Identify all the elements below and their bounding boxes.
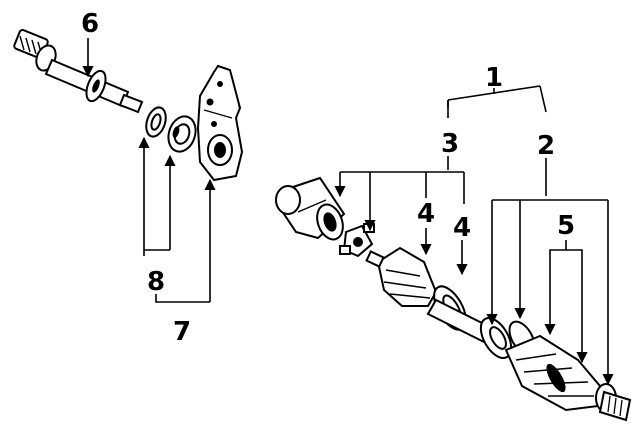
seal-ring [145,106,167,138]
boot-clamp-outer-a [479,317,513,359]
outer-boot [504,334,602,412]
intermediate-shaft [13,29,144,114]
callout-5: 5 [557,211,575,241]
leader-4 [420,228,468,276]
shaft-tip [118,93,144,114]
callout-8: 8 [147,267,165,297]
callout-6: 6 [81,9,99,39]
leader-1 [447,85,547,118]
leader-3 [334,156,465,232]
callout-3: 3 [441,129,459,159]
bearing [167,115,197,153]
tripod-spider [339,223,375,258]
callout-4a: 4 [417,199,435,229]
leader-5 [544,240,588,364]
inner-boot [365,246,438,307]
leader-2 [486,158,614,386]
leader-8 [138,136,176,256]
leader-7 [155,178,216,303]
support-bracket [196,64,244,182]
callout-4b: 4 [453,213,471,243]
callout-7: 7 [173,317,191,347]
callout-1: 1 [485,63,503,93]
outer-housing [275,176,346,241]
callout-2: 2 [537,131,555,161]
outer-stub-shaft [595,383,632,422]
